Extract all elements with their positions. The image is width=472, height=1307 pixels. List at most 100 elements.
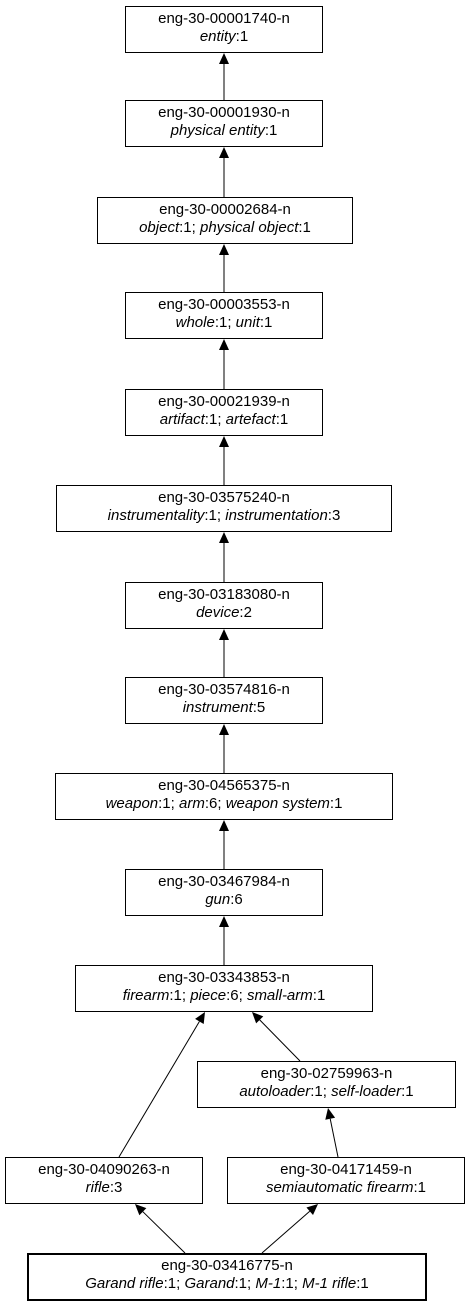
synset-id: eng-30-03467984-n	[158, 873, 290, 890]
lemma-word: instrumentation	[225, 507, 328, 524]
arrowhead-icon	[219, 244, 229, 255]
lemma-word: gun	[205, 891, 231, 908]
synset-id: eng-30-02759963-n	[260, 1065, 393, 1082]
lemma-word: physical object	[199, 219, 299, 236]
synset-node[interactable]: eng-30-04171459-n semiautomatic firearm:…	[227, 1157, 465, 1204]
synset-id: eng-30-00021939-n	[158, 393, 290, 410]
lemma-word: instrument	[182, 699, 253, 716]
synset-node[interactable]: eng-30-03467984-n gun:6	[125, 869, 323, 916]
synset-id: eng-30-00001740-n	[158, 10, 290, 27]
synset-node[interactable]: eng-30-00001740-n entity:1	[125, 6, 323, 53]
synset-id: eng-30-04565375-n	[158, 777, 290, 794]
synset-lemmas: gun:6	[205, 891, 243, 908]
arrowhead-icon	[219, 629, 229, 640]
lemma-word: rifle	[85, 1179, 110, 1196]
lemma-word: M-1 rifle	[302, 1275, 357, 1292]
synset-node[interactable]: eng-30-03574816-n instrument:5	[125, 677, 323, 724]
hypernym-edge	[219, 916, 229, 965]
synset-lemmas: device:2	[196, 604, 252, 621]
hypernym-edge	[219, 436, 229, 485]
synset-lemmas: Garand rifle:1; Garand:1; M-1:1; M-1 rif…	[85, 1275, 369, 1292]
arrowhead-icon	[195, 1012, 205, 1025]
arrowhead-icon	[219, 53, 229, 64]
hypernym-edge	[219, 629, 229, 677]
lemma-word: physical entity	[170, 122, 265, 139]
synset-lemmas: physical entity:1	[170, 122, 278, 139]
synset-node[interactable]: eng-30-04565375-n weapon:1; arm:6; weapo…	[55, 773, 393, 820]
synset-node[interactable]: eng-30-03343853-n firearm:1; piece:6; sm…	[75, 965, 373, 1012]
hypernym-edge	[219, 820, 229, 869]
hypernym-edge	[252, 1012, 301, 1062]
lemma-word: M-1	[255, 1275, 282, 1292]
arrowhead-icon	[252, 1012, 264, 1024]
lemma-word: artefact	[225, 411, 276, 428]
synset-node[interactable]: eng-30-00003553-n whole:1; unit:1	[125, 292, 323, 339]
lemma-word: piece	[190, 987, 227, 1004]
arrowhead-icon	[219, 339, 229, 350]
synset-lemmas: entity:1	[199, 28, 249, 45]
synset-lemmas: rifle:3	[85, 1179, 123, 1196]
arrowhead-icon	[219, 436, 229, 447]
hypernym-edge	[219, 53, 229, 100]
lemma-word: instrumentality	[107, 507, 205, 524]
focus-synset-node[interactable]: eng-30-03416775-n Garand rifle:1; Garand…	[27, 1253, 427, 1301]
synset-lemmas: instrument:5	[182, 699, 266, 716]
arrowhead-icon	[135, 1204, 147, 1216]
lemma-word: self-loader	[331, 1083, 402, 1100]
arrowhead-icon	[219, 532, 229, 543]
synset-id: eng-30-00001930-n	[158, 104, 290, 121]
arrowhead-icon	[219, 147, 229, 158]
synset-lemmas: semiautomatic firearm:1	[265, 1179, 427, 1196]
synset-id: eng-30-00003553-n	[158, 296, 290, 313]
lemma-word: object	[139, 219, 180, 236]
hypernym-edge	[261, 1204, 318, 1254]
synset-id: eng-30-03574816-n	[158, 681, 290, 698]
synset-node[interactable]: eng-30-02759963-n autoloader:1; self-loa…	[197, 1061, 456, 1108]
synset-id: eng-30-03343853-n	[158, 969, 290, 986]
synset-node[interactable]: eng-30-00002684-n object:1; physical obj…	[97, 197, 353, 244]
arrowhead-icon	[306, 1204, 318, 1216]
synset-node[interactable]: eng-30-03575240-n instrumentality:1; ins…	[56, 485, 392, 532]
hypernym-edge	[219, 532, 229, 582]
lemma-word: unit	[235, 314, 260, 331]
synset-lemmas: instrumentality:1; instrumentation:3	[107, 507, 341, 524]
lemma-word: arm	[178, 795, 205, 812]
hypernym-edge	[219, 724, 229, 773]
synset-node[interactable]: eng-30-00001930-n physical entity:1	[125, 100, 323, 147]
arrowhead-icon	[325, 1108, 336, 1120]
synset-node[interactable]: eng-30-03183080-n device:2	[125, 582, 323, 629]
lemma-word: Garand	[184, 1275, 235, 1292]
lemma-word: firearm	[122, 987, 170, 1004]
lemma-word: whole	[175, 314, 215, 331]
synset-id: eng-30-03416775-n	[161, 1257, 293, 1274]
arrowhead-icon	[219, 820, 229, 831]
synset-lemmas: firearm:1; piece:6; small-arm:1	[122, 987, 326, 1004]
synset-lemmas: object:1; physical object:1	[139, 219, 311, 236]
lemma-word: weapon	[105, 795, 159, 812]
lemma-word: autoloader	[239, 1083, 311, 1100]
lemma-word: weapon system	[225, 795, 330, 812]
synset-lemmas: autoloader:1; self-loader:1	[239, 1083, 414, 1100]
hypernym-edge	[135, 1204, 186, 1254]
synset-node[interactable]: eng-30-00021939-n artifact:1; artefact:1	[125, 389, 323, 436]
synset-id: eng-30-00002684-n	[159, 201, 291, 218]
hypernym-edge	[219, 147, 229, 197]
lemma-word: device	[196, 604, 240, 621]
synset-lemmas: artifact:1; artefact:1	[159, 411, 289, 428]
lemma-word: entity	[199, 28, 236, 45]
synset-id: eng-30-04171459-n	[280, 1161, 412, 1178]
synset-id: eng-30-03183080-n	[158, 586, 290, 603]
lemma-word: small-arm	[246, 987, 313, 1004]
lemma-word: artifact	[159, 411, 205, 428]
synset-id: eng-30-04090263-n	[38, 1161, 170, 1178]
lemma-word: semiautomatic firearm	[265, 1179, 414, 1196]
synset-lemmas: weapon:1; arm:6; weapon system:1	[105, 795, 343, 812]
hypernym-edge	[118, 1012, 205, 1158]
synset-node[interactable]: eng-30-04090263-n rifle:3	[5, 1157, 203, 1204]
hypernym-edge	[219, 244, 229, 292]
arrowhead-icon	[219, 916, 229, 927]
hypernym-edge	[219, 339, 229, 389]
hypernym-edge	[325, 1108, 339, 1158]
